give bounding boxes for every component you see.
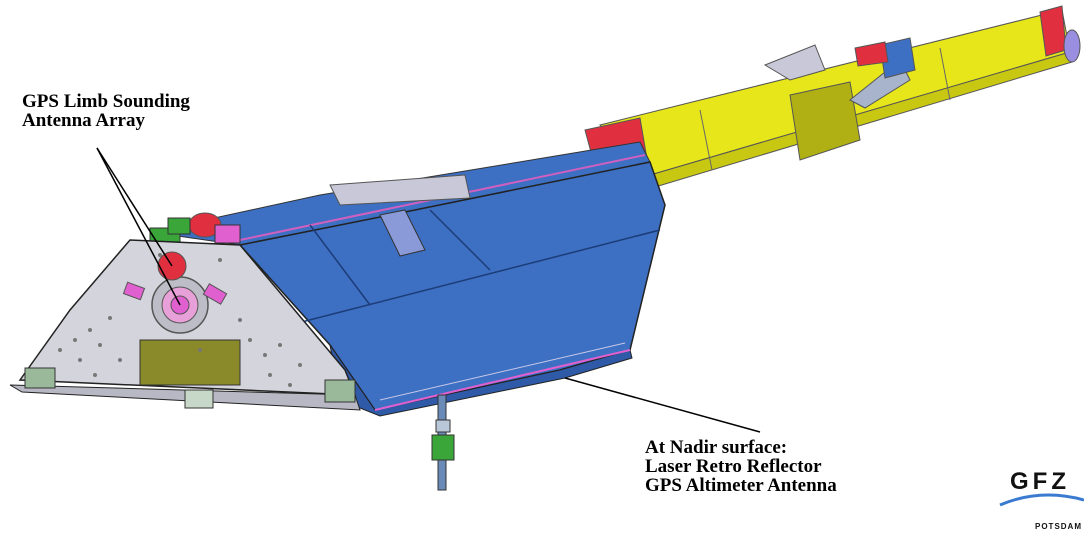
limb-antenna-label-line1: GPS Limb Sounding — [22, 91, 190, 112]
gfz-logo-subtitle: POTSDAM — [1035, 522, 1082, 531]
nadir-label-line2: Laser Retro Reflector — [645, 456, 822, 477]
nadir-label-line3: GPS Altimeter Antenna — [645, 475, 837, 496]
leader-lines — [96, 147, 761, 433]
main-body — [238, 161, 666, 417]
gfz-logo-mark — [999, 493, 1084, 507]
limb-antenna-label-line2: Antenna Array — [22, 110, 145, 131]
limb-antenna-label: GPS Limb Sounding Antenna Array — [22, 92, 190, 130]
front-panel — [9, 239, 361, 411]
boom — [584, 5, 1081, 191]
nadir-label-line1: At Nadir surface: — [645, 437, 788, 458]
nadir-surface-label: At Nadir surface: Laser Retro Reflector … — [645, 438, 837, 495]
nadir-stalk — [431, 394, 455, 491]
gfz-logo-name: GFZ — [1010, 468, 1070, 495]
